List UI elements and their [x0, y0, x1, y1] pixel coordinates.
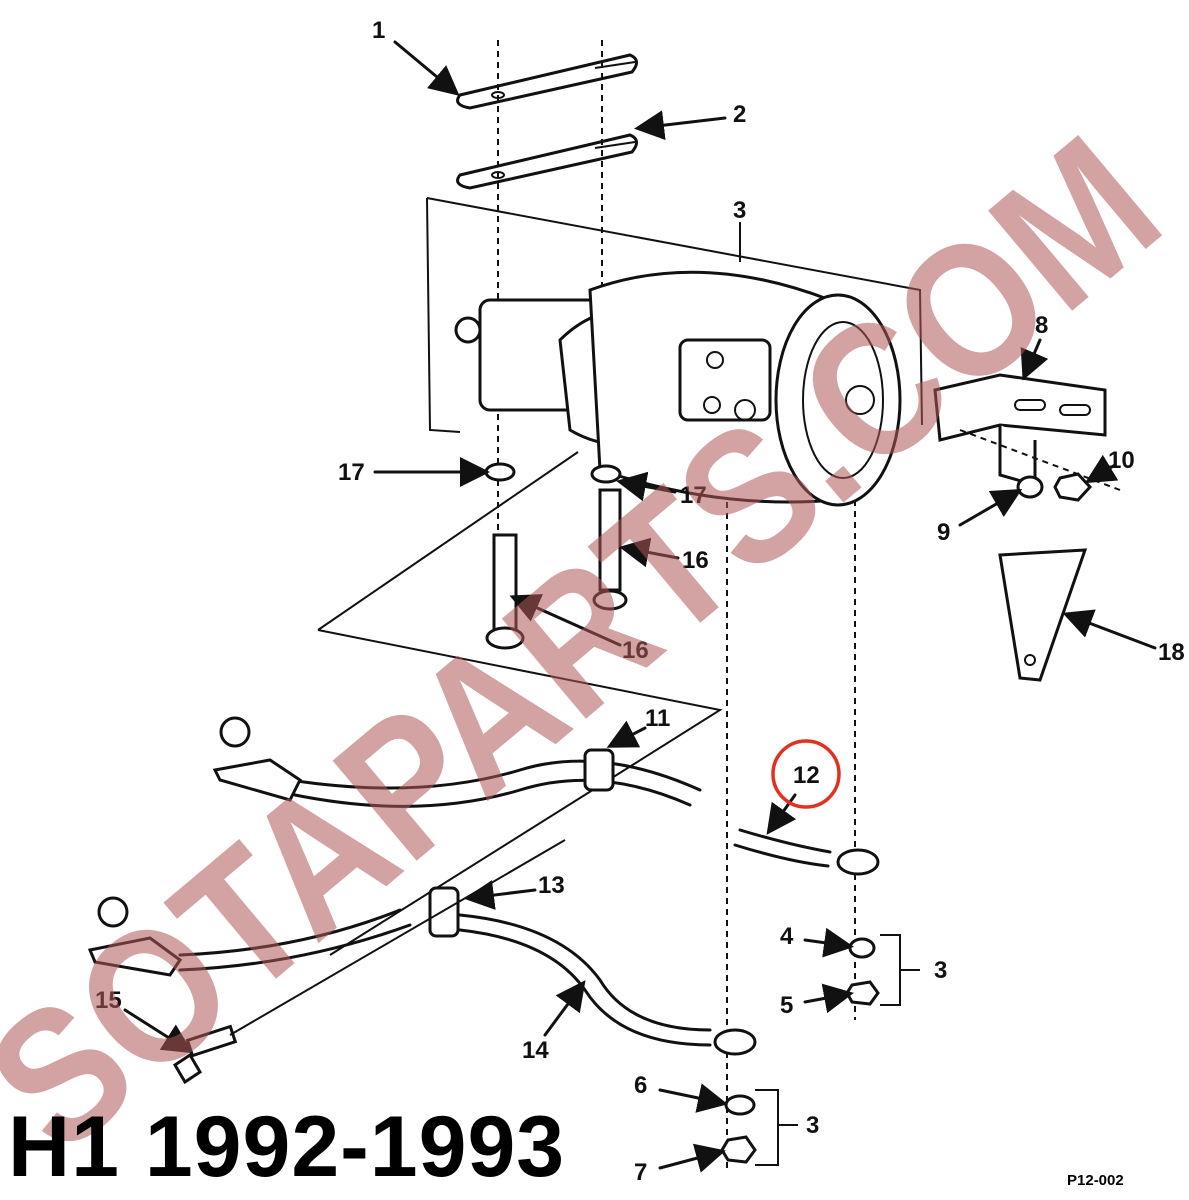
brace-part-18	[998, 548, 1088, 682]
callout-13: 13	[538, 872, 565, 899]
callout-16b: 16	[622, 637, 649, 664]
leader-arrows	[123, 40, 1157, 1173]
washer-part-9	[1016, 475, 1044, 499]
callout-16: 16	[682, 547, 709, 574]
washer-part-17	[484, 462, 516, 482]
callout-8: 8	[1035, 312, 1048, 339]
washer-part-4	[848, 937, 876, 959]
watermark: SOTAPARTS.COM	[0, 97, 1189, 1191]
cable-part-11	[212, 716, 702, 808]
shim-part-1	[456, 53, 638, 110]
callout-3b: 3	[934, 957, 947, 984]
callout-6: 6	[634, 1072, 647, 1099]
bolt-part-15	[172, 839, 566, 1085]
callout-18: 18	[1158, 639, 1185, 666]
nut-part-10	[1053, 472, 1093, 502]
callout-12: 12	[793, 762, 820, 789]
shim-part-2	[456, 133, 638, 190]
callout-17: 17	[338, 459, 365, 486]
callout-17b: 17	[680, 482, 707, 509]
highlight-circle	[771, 739, 841, 809]
callout-1: 1	[372, 17, 385, 44]
starter-motor-part-3	[454, 270, 902, 507]
callout-11: 11	[645, 705, 670, 732]
bracket-part-8	[933, 373, 1107, 487]
callout-2: 2	[733, 101, 746, 128]
nut-part-5	[845, 980, 880, 1006]
nut-part-7	[720, 1135, 757, 1164]
washer-part-6	[724, 1094, 756, 1116]
callout-10: 10	[1108, 447, 1135, 474]
callout-14: 14	[522, 1037, 549, 1064]
diagram-title: H1 1992-1993	[8, 1099, 566, 1195]
callout-7: 7	[634, 1159, 647, 1186]
callout-15: 15	[95, 987, 122, 1014]
figure-code: P12-002	[1067, 1172, 1124, 1189]
callout-3: 3	[733, 197, 746, 224]
callout-3c: 3	[806, 1112, 819, 1139]
callout-9: 9	[937, 519, 950, 546]
callout-4: 4	[780, 923, 794, 950]
cable-part-12	[733, 828, 880, 876]
callout-5: 5	[780, 992, 793, 1019]
